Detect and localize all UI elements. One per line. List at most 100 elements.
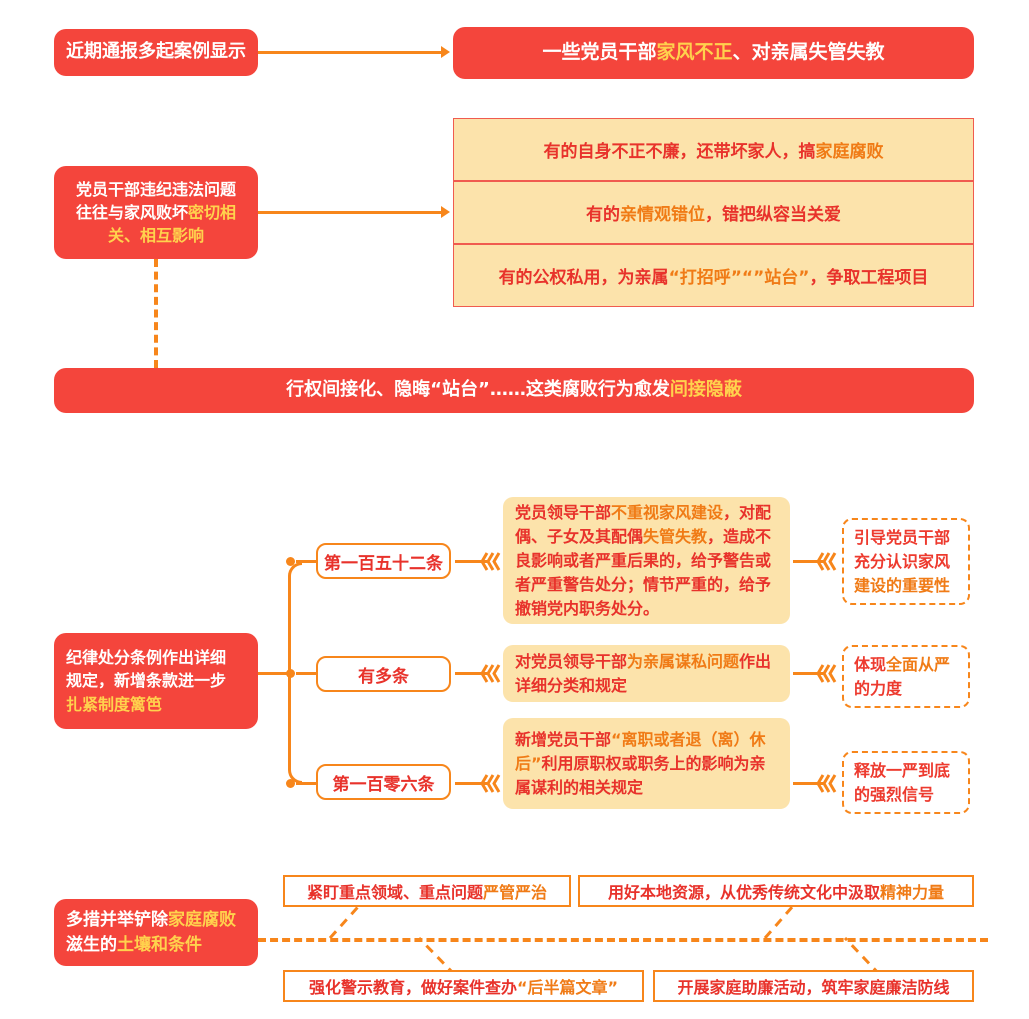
measure-bottom-1-highlight: “后半篇文章” [516, 978, 619, 997]
headline-banner: 一些党员干部家风不正、对亲属失管失教 [453, 27, 974, 79]
source-label-box: 近期通报多起案例显示 [54, 29, 258, 76]
article-pill-2-label: 有多条 [358, 666, 409, 687]
measure-top-2: 用好本地资源，从优秀传统文化中汲取精神力量 [578, 875, 974, 907]
outcome-card-3: 释放一严到底 的强烈信号 [842, 751, 970, 814]
measure-top-1-highlight: 严管严治 [483, 883, 548, 902]
headline-highlight: 家风不正 [656, 41, 733, 64]
connector-branch-arm-2 [296, 672, 316, 675]
article-detail-2-p1: 对党员领导干部 [515, 651, 628, 671]
connector-s2-arrowhead [441, 206, 450, 218]
connector-s2-line [258, 211, 442, 214]
article-detail-2-h1: 为亲属谋私问题 [627, 651, 740, 671]
article-detail-1-p2: ，对配偶、子女及其配偶 [515, 502, 772, 546]
connector-arrow-3-line [455, 782, 487, 785]
manifestation-3-highlight: “打招呼”“”站台” [668, 268, 810, 288]
measure-bottom-2: 开展家庭助廉活动，筑牢家庭廉洁防线 [653, 970, 974, 1002]
cause-line2-highlight: 密切相 [188, 202, 237, 222]
connector-arrow-2-line [455, 672, 487, 675]
article-detail-1-h2: 失管失教 [643, 526, 708, 546]
measure-bottom-2-pre: 开展家庭助廉活动，筑牢家庭廉洁防线 [677, 978, 950, 997]
cause-line2: 往往与家风败坏密切相 [76, 201, 236, 224]
manifestation-2-post: ，错把纵容当关爱 [705, 205, 841, 225]
article-pill-1: 第一百五十二条 [316, 543, 451, 579]
measure-top-2-pre: 用好本地资源，从优秀传统文化中汲取 [607, 883, 880, 902]
measure-top-1: 紧盯重点领域、重点问题严管严治 [283, 875, 571, 907]
measures-line2: 滋生的土壤和条件 [66, 933, 202, 958]
article-detail-3-h1: “离职或者退（离）休后” [515, 729, 766, 773]
connector-s1-arrowhead [441, 46, 450, 58]
article-detail-3-p2: 利用原职权或职务上的影响为亲属谋利的相关规定 [515, 753, 766, 797]
regulation-line3-highlight: 扎紧制度篱笆 [66, 694, 163, 714]
cause-line3-highlight: 关、相互影响 [107, 226, 204, 246]
connector-arrow-1-line [455, 560, 487, 563]
measures-line1-highlight: 家庭腐败 [168, 909, 236, 930]
measures-line1-pre: 多措并举铲除 [66, 909, 168, 930]
article-pill-3: 第一百零六条 [316, 764, 451, 800]
connector-s2-dashed-vertical [154, 259, 158, 368]
trend-banner-highlight: 间接隐蔽 [669, 379, 742, 401]
outcome-2-line2: 的力度 [854, 678, 903, 698]
manifestation-row-2: 有的亲情观错位，错把纵容当关爱 [453, 181, 974, 244]
measures-line2-pre: 滋生的 [66, 934, 117, 955]
cause-box: 党员干部违纪违法问题 往往与家风败坏密切相 关、相互影响 [54, 166, 258, 259]
measures-box: 多措并举铲除家庭腐败 滋生的土壤和条件 [54, 899, 258, 966]
regulation-line2: 规定，新增条款进一步 [66, 671, 227, 691]
measure-bottom-1-pre: 强化警示教育，做好案件查办 [308, 978, 517, 997]
connector-branch-stem [258, 672, 290, 675]
connector-arrow-2b-line [793, 672, 823, 675]
article-pill-3-label: 第一百零六条 [332, 774, 435, 795]
outcome-card-2: 体现全面从严 的力度 [842, 645, 970, 708]
cause-line2-pre: 往往与家风败坏 [75, 202, 188, 222]
trend-banner-pre: 行权间接化、隐晦“站台”……这类腐败行为愈发 [286, 379, 670, 401]
manifestation-2-pre: 有的 [586, 205, 620, 225]
article-detail-1: 党员领导干部不重视家风建设，对配偶、子女及其配偶失管失教，造成不良影响或者严重后… [503, 497, 790, 624]
article-pill-1-label: 第一百五十二条 [324, 553, 443, 574]
manifestation-row-1: 有的自身不正不廉，还带坏家人，搞家庭腐败 [453, 118, 974, 181]
article-detail-1-h1: 不重视家风建设 [611, 502, 724, 522]
outcome-2-line1-highlight: 全面从严 [886, 654, 951, 674]
article-detail-3: 新增党员干部“离职或者退（离）休后”利用原职权或职务上的影响为亲属谋利的相关规定 [503, 718, 790, 809]
manifestation-3-post: ，争取工程项目 [809, 268, 929, 288]
outcome-1-line2: 充分认识家风 [854, 551, 951, 571]
manifestation-row-3: 有的公权私用，为亲属“打招呼”“”站台”，争取工程项目 [453, 244, 974, 307]
article-detail-1-p3: ，造成不良影响或者严重后果的，给予警告或者严重警告处分；情节严重的，给予撤销党内… [515, 526, 772, 618]
connector-branch-arm-3 [296, 782, 316, 785]
connector-s1-line [258, 51, 442, 54]
measure-top-1-pre: 紧盯重点领域、重点问题 [306, 883, 483, 902]
measure-bottom-1: 强化警示教育，做好案件查办“后半篇文章” [283, 970, 644, 1002]
connector-branch-dot-2 [286, 669, 295, 678]
manifestation-3-pre: 有的公权私用，为亲属 [498, 268, 669, 288]
connector-arrow-3b-line [793, 782, 823, 785]
article-pill-2: 有多条 [316, 656, 451, 692]
fishbone-spine [258, 938, 988, 942]
article-detail-2-p2: 作出详细分类和规定 [515, 651, 772, 695]
measure-top-2-highlight: 精神力量 [880, 883, 945, 902]
manifestation-2-highlight: 亲情观错位 [620, 205, 705, 225]
outcome-1-line3: 建设的重要性 [854, 575, 951, 595]
outcome-3-line1: 释放一严到底 [854, 760, 951, 780]
outcome-2-line1: 体现 [854, 654, 887, 674]
connector-branch-dot-1 [286, 557, 295, 566]
manifestation-1-highlight: 家庭腐败 [815, 142, 884, 162]
article-detail-3-p1: 新增党员干部 [515, 729, 612, 749]
headline-post: 、对亲属失管失教 [732, 41, 885, 64]
article-detail-2: 对党员领导干部为亲属谋私问题作出详细分类和规定 [503, 645, 790, 702]
connector-branch-arm-1 [296, 560, 316, 563]
connector-branch-dot-3 [286, 779, 295, 788]
manifestation-1-pre: 有的自身不正不廉，还带坏家人，搞 [543, 142, 816, 162]
measures-line1: 多措并举铲除家庭腐败 [66, 908, 236, 933]
trend-banner: 行权间接化、隐晦“站台”……这类腐败行为愈发间接隐蔽 [54, 368, 974, 413]
source-label-text: 近期通报多起案例显示 [66, 41, 246, 63]
headline-pre: 一些党员干部 [542, 41, 657, 64]
article-detail-1-p1: 党员领导干部 [515, 502, 612, 522]
regulation-box: 纪律处分条例作出详细 规定，新增条款进一步 扎紧制度篱笆 [54, 633, 258, 729]
measures-line2-highlight: 土壤和条件 [117, 934, 202, 955]
outcome-3-line2: 的强烈信号 [854, 784, 935, 804]
